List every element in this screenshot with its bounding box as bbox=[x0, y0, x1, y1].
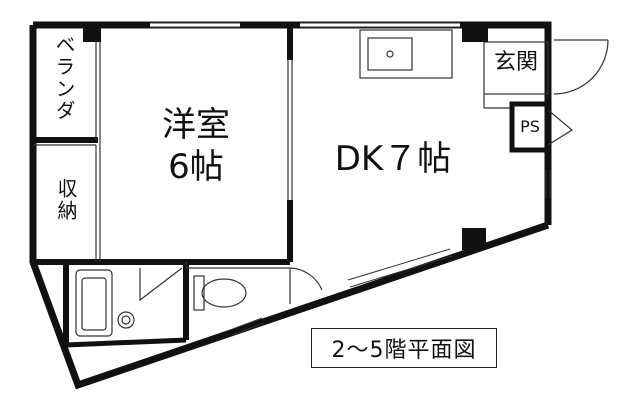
bath-bottom-wall bbox=[65, 337, 187, 348]
toilet bbox=[193, 275, 247, 311]
interior-walls bbox=[33, 25, 293, 345]
columns bbox=[83, 22, 488, 250]
entrance-label: 玄関 bbox=[493, 50, 538, 75]
thin-lines bbox=[33, 38, 549, 269]
stripe-marks bbox=[229, 170, 551, 336]
ps-box bbox=[509, 101, 551, 153]
western-room-size: 6帖 bbox=[168, 147, 224, 187]
ps-label: PS bbox=[520, 117, 540, 136]
ps-door bbox=[547, 109, 574, 146]
kitchen-sink bbox=[359, 29, 453, 79]
dk-label: DK７帖 bbox=[334, 139, 452, 179]
bath-door bbox=[139, 267, 183, 302]
storage-label: 収納 bbox=[54, 178, 78, 222]
floor-caption: 2～5階平面図 bbox=[311, 328, 497, 368]
western-room-name: 洋室 bbox=[162, 105, 230, 145]
entrance-door bbox=[553, 39, 609, 95]
bathtub bbox=[75, 269, 135, 337]
diagonal-window bbox=[347, 248, 453, 288]
balcony-label: ベランダ bbox=[52, 34, 76, 122]
toilet-door bbox=[289, 267, 323, 304]
